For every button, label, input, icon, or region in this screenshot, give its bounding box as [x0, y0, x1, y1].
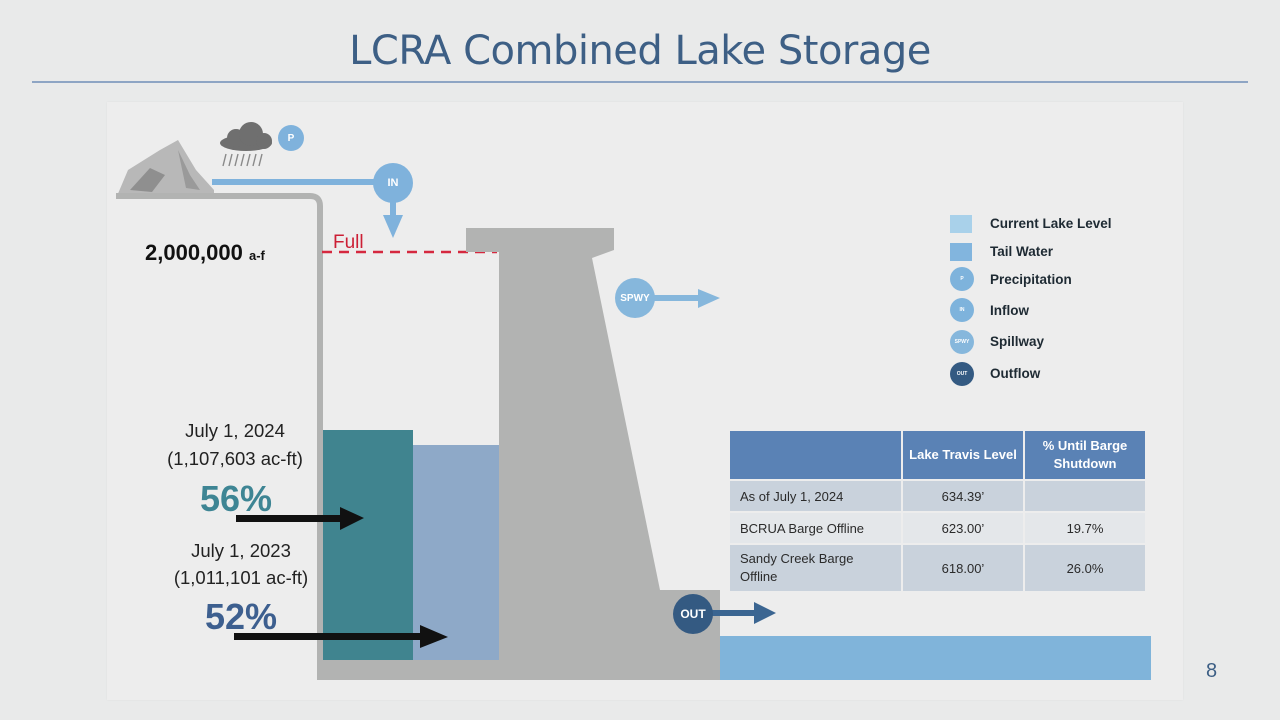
previous-percent: 52%: [205, 596, 278, 637]
outflow-icon: OUT: [673, 594, 713, 634]
table-header: Lake Travis Level: [903, 431, 1023, 479]
tail-water-swatch-icon: [950, 242, 972, 261]
capacity-label: 2,000,000 a-f: [145, 240, 265, 266]
table-cell: 618.00’: [903, 545, 1023, 591]
table-cell: 634.39’: [903, 481, 1023, 511]
rain-cloud-icon: [220, 122, 272, 167]
table-cell: As of July 1, 2024: [730, 481, 901, 511]
legend-item-precipitation: P Precipitation: [950, 264, 1112, 294]
capacity-value: 2,000,000: [145, 240, 243, 265]
current-percent: 56%: [200, 478, 273, 519]
table-cell: 19.7%: [1025, 513, 1145, 543]
table-cell: 623.00’: [903, 513, 1023, 543]
tail-water: [720, 636, 1151, 680]
inflow-stream: [212, 179, 387, 185]
table-cell: BCRUA Barge Offline: [730, 513, 901, 543]
table-row: As of July 1, 2024 634.39’: [730, 481, 1145, 511]
legend-item-tail-water: Tail Water: [950, 239, 1112, 264]
full-label: Full: [333, 232, 364, 253]
outflow-legend-icon: OUT: [950, 361, 974, 386]
spillway-arrow-icon: [698, 289, 720, 308]
current-lake-level-swatch-icon: [950, 214, 972, 233]
previous-pointer-arrow-icon: [420, 625, 448, 648]
spillway-icon: SPWY: [615, 278, 655, 318]
legend-item-inflow: IN Inflow: [950, 294, 1112, 326]
previous-level-bar: [413, 445, 499, 660]
current-date: July 1, 2024: [185, 420, 285, 441]
page-number: 8: [1206, 660, 1218, 682]
legend-item-spillway: SPWY Spillway: [950, 326, 1112, 357]
table-cell: [1025, 481, 1145, 511]
current-pointer-arrow-icon: [340, 507, 364, 530]
legend: Current Lake Level Tail Water P Precipit…: [950, 208, 1112, 390]
current-volume: (1,107,603 ac-ft): [167, 448, 303, 469]
previous-date: July 1, 2023: [191, 540, 291, 561]
outflow-arrow-icon: [754, 602, 776, 624]
table-header: % Until Barge Shutdown: [1025, 431, 1145, 479]
table-row: BCRUA Barge Offline 623.00’ 19.7%: [730, 513, 1145, 543]
previous-volume: (1,011,101 ac-ft): [173, 567, 309, 588]
precipitation-icon: P: [278, 125, 304, 151]
current-level-bar: [323, 430, 413, 660]
inflow-arrow-icon: [383, 215, 403, 238]
dam: [466, 228, 720, 680]
hill-icon: [117, 140, 214, 196]
legend-item-outflow: OUT Outflow: [950, 357, 1112, 390]
spillway-legend-icon: SPWY: [950, 329, 974, 354]
table-header-row: Lake Travis Level % Until Barge Shutdown: [730, 431, 1145, 479]
lake-level-table: Lake Travis Level % Until Barge Shutdown…: [728, 429, 1147, 593]
table-header: [730, 431, 901, 479]
title-divider: [32, 81, 1248, 83]
inflow-legend-icon: IN: [950, 298, 974, 322]
table-cell: 26.0%: [1025, 545, 1145, 591]
precipitation-legend-icon: P: [950, 267, 974, 291]
slide-title: LCRA Combined Lake Storage: [349, 28, 931, 74]
capacity-unit: a-f: [249, 248, 265, 263]
inflow-icon: IN: [373, 163, 413, 203]
table-row: Sandy Creek Barge Offline 618.00’ 26.0%: [730, 545, 1145, 591]
table-cell: Sandy Creek Barge Offline: [730, 545, 901, 591]
legend-item-current-lake-level: Current Lake Level: [950, 208, 1112, 239]
